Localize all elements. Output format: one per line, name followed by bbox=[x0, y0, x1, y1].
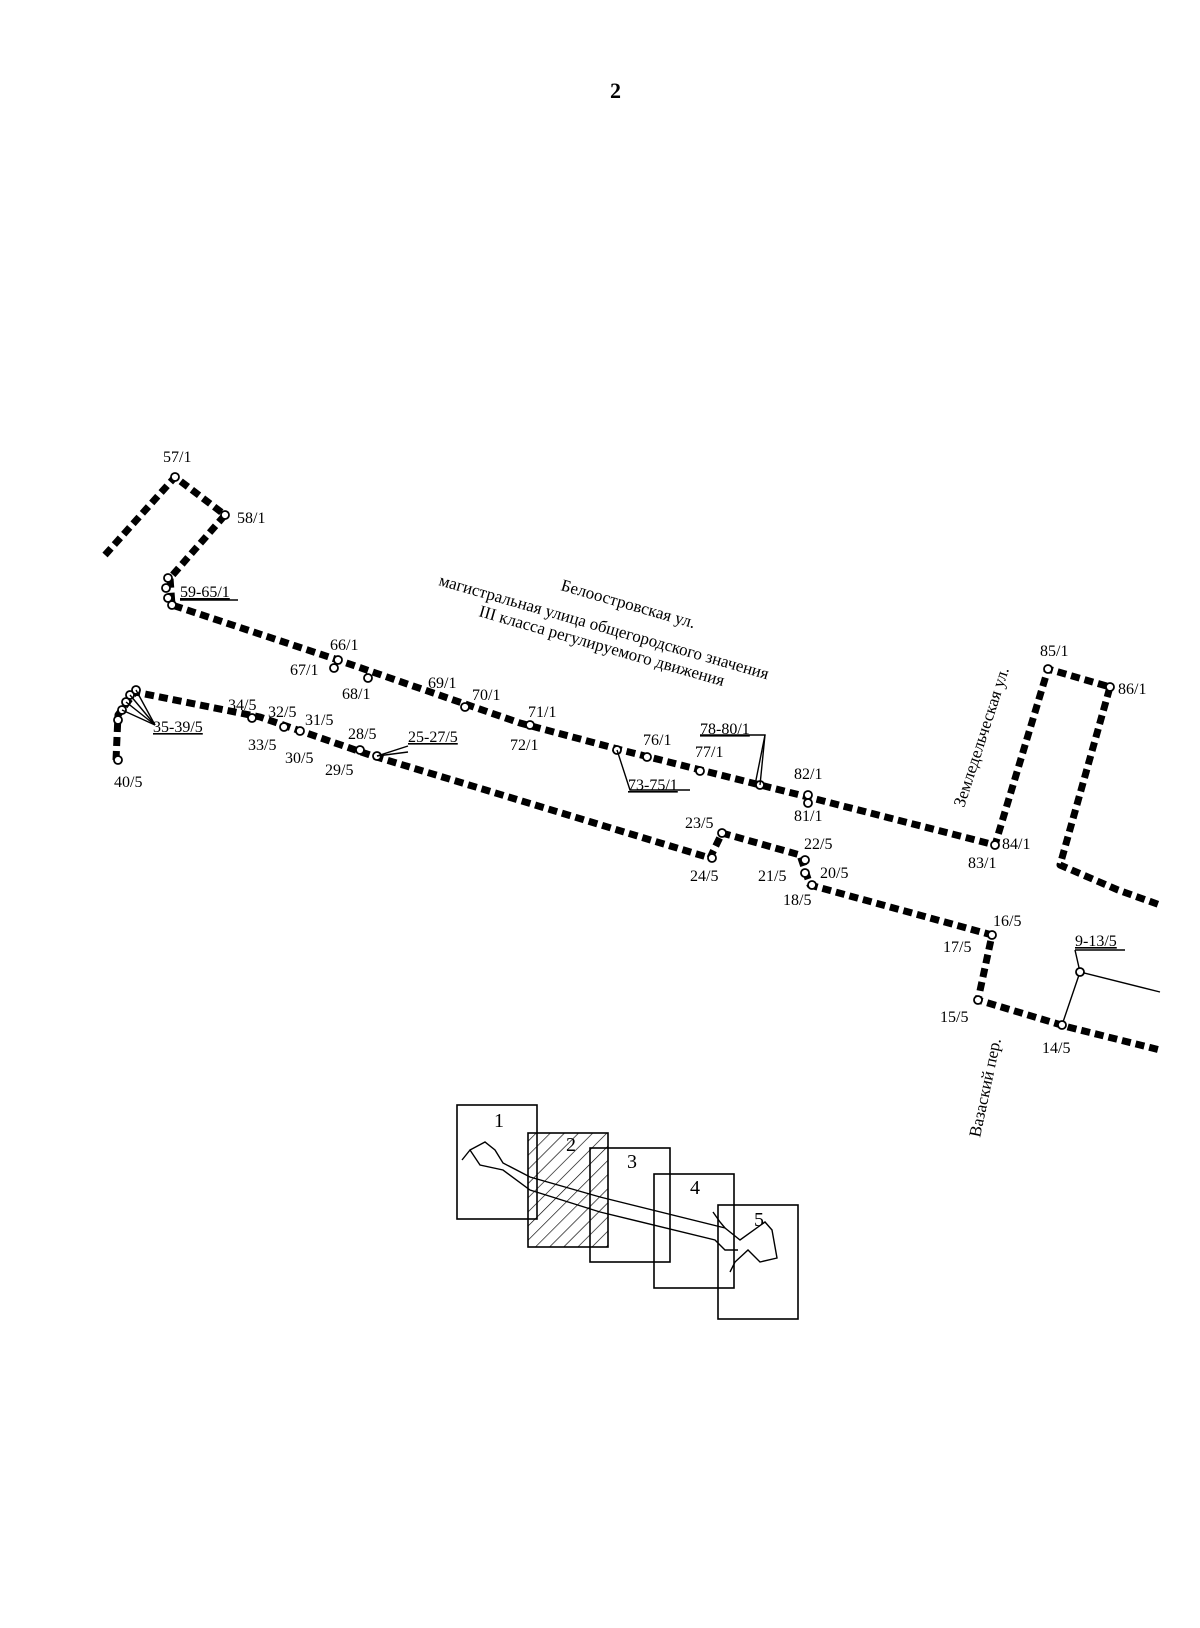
label-82-1: 82/1 bbox=[794, 766, 822, 783]
stop-69-1 bbox=[460, 702, 470, 712]
stop-77-1 bbox=[695, 766, 705, 776]
stop-21-5 bbox=[800, 868, 810, 878]
label-31-5: 31/5 bbox=[305, 712, 333, 729]
stop-33-5 bbox=[279, 722, 289, 732]
label-25-27-5: 25-27/5 bbox=[408, 729, 458, 746]
stop-16-5 bbox=[987, 930, 997, 940]
label-34-5: 34/5 bbox=[228, 697, 256, 714]
stop-86-1 bbox=[1105, 682, 1115, 692]
key-label-1: 1 bbox=[494, 1110, 504, 1132]
route-1-stops bbox=[161, 472, 1115, 850]
label-67-1: 67/1 bbox=[290, 662, 318, 679]
label-58-1: 58/1 bbox=[237, 510, 265, 527]
stop-57-1 bbox=[170, 472, 180, 482]
stop-59-65-1-c bbox=[163, 593, 173, 603]
stop-76-1 bbox=[642, 752, 652, 762]
label-40-5: 40/5 bbox=[114, 774, 142, 791]
street-zemledelcheskaya: Земледельческая ул. bbox=[950, 665, 1013, 810]
stop-22-5 bbox=[800, 855, 810, 865]
label-23-5: 23/5 bbox=[685, 815, 713, 832]
stop-82-1 bbox=[803, 790, 813, 800]
stop-81-1 bbox=[803, 798, 813, 808]
label-68-1: 68/1 bbox=[342, 686, 370, 703]
label-73-75-1: 73-75/1 bbox=[628, 777, 678, 794]
key-sheet-4-frame bbox=[653, 1173, 735, 1289]
stop-68-1 bbox=[363, 673, 373, 683]
label-14-5: 14/5 bbox=[1042, 1040, 1070, 1057]
stop-24-5 bbox=[707, 853, 717, 863]
route-1-labels: 57/1 58/1 59-65/1 66/1 67/1 68/1 69/1 70… bbox=[163, 449, 1146, 872]
stop-31-5 bbox=[295, 726, 305, 736]
stop-14-5 bbox=[1057, 1020, 1067, 1030]
label-81-1: 81/1 bbox=[794, 808, 822, 825]
stop-84-1 bbox=[990, 840, 1000, 850]
label-28-5: 28/5 bbox=[348, 726, 376, 743]
key-label-3: 3 bbox=[627, 1151, 637, 1173]
stop-28-5 bbox=[355, 745, 365, 755]
label-20-5: 20/5 bbox=[820, 865, 848, 882]
stop-23-5 bbox=[717, 828, 727, 838]
label-32-5: 32/5 bbox=[268, 704, 296, 721]
key-label-5: 5 bbox=[754, 1209, 764, 1231]
label-76-1: 76/1 bbox=[643, 732, 671, 749]
label-78-80-1: 78-80/1 bbox=[700, 721, 750, 738]
label-29-5: 29/5 bbox=[325, 762, 353, 779]
label-72-1: 72/1 bbox=[510, 737, 538, 754]
label-16-5: 16/5 bbox=[993, 913, 1021, 930]
key-route-outline bbox=[469, 1141, 778, 1273]
key-sheet-3-frame bbox=[589, 1147, 671, 1263]
label-83-1: 83/1 bbox=[968, 855, 996, 872]
label-86-1: 86/1 bbox=[1118, 681, 1146, 698]
street-vazasky: Вазаский пер. bbox=[965, 1036, 1005, 1139]
key-label-4: 4 bbox=[690, 1177, 700, 1199]
stop-59-65-1-d bbox=[167, 600, 177, 610]
label-84-1: 84/1 bbox=[1002, 836, 1030, 853]
label-22-5: 22/5 bbox=[804, 836, 832, 853]
label-9-13-5: 9-13/5 bbox=[1075, 933, 1117, 950]
label-30-5: 30/5 bbox=[285, 750, 313, 767]
stop-66-1 bbox=[333, 655, 343, 665]
page-number: 2 bbox=[610, 78, 621, 103]
stop-85-1 bbox=[1043, 664, 1053, 674]
label-70-1: 70/1 bbox=[472, 687, 500, 704]
label-33-5: 33/5 bbox=[248, 737, 276, 754]
label-59-65-1: 59-65/1 bbox=[180, 584, 230, 601]
street-labels: Белоостровская ул. магистральная улица о… bbox=[437, 571, 1013, 1139]
label-66-1: 66/1 bbox=[330, 637, 358, 654]
label-71-1: 71/1 bbox=[528, 704, 556, 721]
connector-9-13 bbox=[1061, 971, 1161, 1026]
stop-9-13-5 bbox=[1075, 967, 1085, 977]
stop-35-39-5-a bbox=[113, 715, 123, 725]
label-24-5: 24/5 bbox=[690, 868, 718, 885]
route-5-labels: 40/5 35-39/5 34/5 33/5 32/5 31/5 30/5 29… bbox=[114, 697, 1117, 1057]
label-15-5: 15/5 bbox=[940, 1009, 968, 1026]
stop-58-1 bbox=[220, 510, 230, 520]
stop-59-65-1-a bbox=[163, 573, 173, 583]
stop-15-5 bbox=[973, 995, 983, 1005]
stop-59-65-1-b bbox=[161, 583, 171, 593]
stop-18-5 bbox=[807, 880, 817, 890]
label-85-1: 85/1 bbox=[1040, 643, 1068, 660]
label-77-1: 77/1 bbox=[695, 744, 723, 761]
stop-40-5 bbox=[113, 755, 123, 765]
key-sheet-2-frame bbox=[527, 1132, 609, 1248]
key-sheet-5-frame bbox=[717, 1204, 799, 1320]
key-label-2: 2 bbox=[566, 1134, 576, 1156]
label-18-5: 18/5 bbox=[783, 892, 811, 909]
label-69-1: 69/1 bbox=[428, 675, 456, 692]
stop-71-1 bbox=[525, 720, 535, 730]
stop-67-1 bbox=[329, 663, 339, 673]
key-map: 1 2 3 4 5 bbox=[456, 1104, 799, 1320]
label-35-39-5: 35-39/5 bbox=[153, 719, 203, 736]
stop-34-5 bbox=[247, 713, 257, 723]
label-57-1: 57/1 bbox=[163, 449, 191, 466]
label-17-5: 17/5 bbox=[943, 939, 971, 956]
label-21-5: 21/5 bbox=[758, 868, 786, 885]
